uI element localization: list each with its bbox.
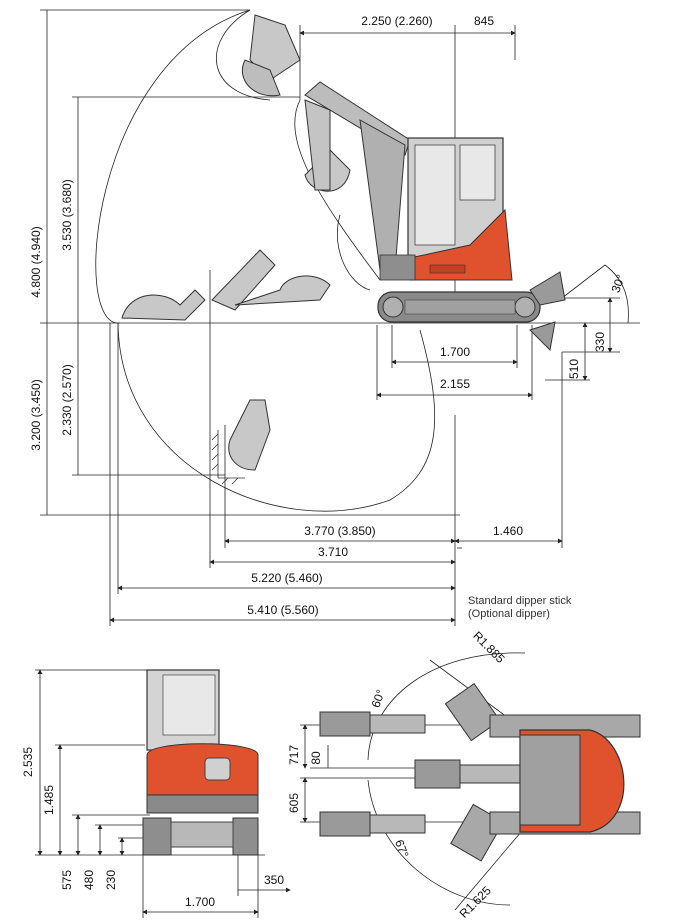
swing-radius-arc [367,652,526,761]
dig-envelope [117,322,436,512]
label-480: 480 [82,870,96,890]
label-717: 717 [287,745,301,765]
label-2250: 2.250 (2.260) [361,14,432,28]
front-view: 2.535 1.485 575 480 230 1.700 350 [21,669,291,918]
label-230: 230 [104,870,118,890]
top-view: R1.885 R1.625 60° 67° 717 80 605 [287,629,641,921]
label-845: 845 [474,14,494,28]
note-optional-dipper: (Optional dipper) [468,608,550,620]
label-track-1700: 1.700 [440,345,470,359]
label-510: 510 [567,359,581,379]
bucket-top-outline [249,14,301,81]
label-r1885: R1.885 [470,629,507,666]
label-1460: 1.460 [493,524,523,538]
label-350: 350 [264,873,284,887]
side-view [40,9,640,626]
dozer-blade [529,271,566,306]
label-30deg: 30° [609,273,628,295]
note-standard-dipper: Standard dipper stick [468,595,572,607]
ground-hatch [211,430,245,485]
label-330: 330 [593,332,607,352]
front-track-right [232,817,259,856]
label-67deg: 67° [392,838,411,860]
label-3770: 3.770 (3.850) [304,524,375,538]
label-3710: 3.710 [318,545,348,559]
front-engine-cover [146,743,259,801]
side-view-labels: 2.250 (2.260) 845 4.800 (4.940) 3.530 (3… [29,14,628,620]
dipper-arm [304,99,331,191]
bucket-ground-left [121,289,206,321]
label-5410: 5.410 (5.560) [247,603,318,617]
label-5220: 5.220 (5.460) [251,571,322,585]
reach-envelope-upper [95,9,251,324]
front-track-left [142,817,172,856]
excavator-side-body [304,81,566,352]
bucket-swing-60 [444,682,501,742]
label-2535: 2.535 [21,747,35,777]
bucket-below-ground [228,399,271,471]
label-3200: 3.200 (3.450) [29,379,43,450]
label-80: 80 [309,751,323,765]
label-3530: 3.530 (3.680) [60,179,74,250]
label-track-2155: 2.155 [440,377,470,391]
label-4800: 4.800 (4.940) [29,226,43,297]
bucket-positions [121,14,351,471]
label-1485: 1.485 [42,785,56,815]
label-2330: 2.330 (2.570) [60,364,74,435]
label-1700-front: 1.700 [185,895,215,909]
label-60deg: 60° [369,688,388,710]
label-575: 575 [60,870,74,890]
label-605: 605 [287,793,301,813]
